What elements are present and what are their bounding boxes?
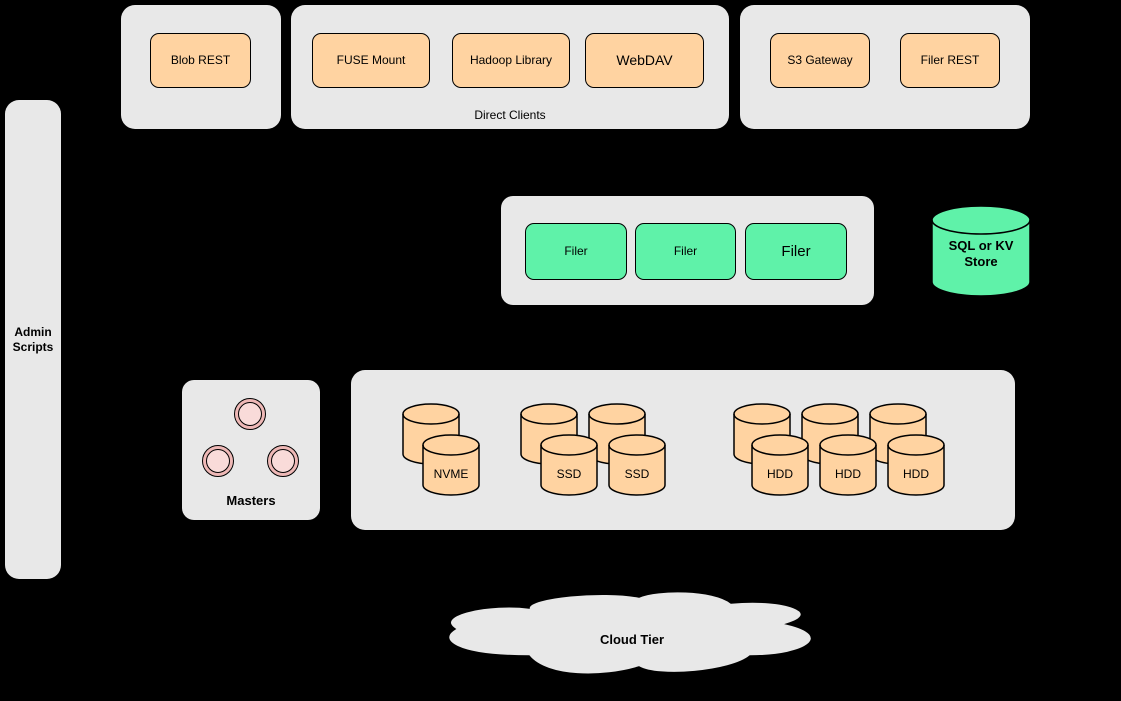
gateway-group: S3 Gateway Filer REST (740, 5, 1030, 129)
ssd-cylinder-2: SSD (608, 434, 666, 496)
admin-scripts-label: Admin Scripts (12, 324, 54, 354)
hdd-cylinder-1: HDD (751, 434, 809, 496)
fuse-mount-node: FUSE Mount (312, 33, 430, 88)
ssd-cylinder-1: SSD (540, 434, 598, 496)
hdd-label-1: HDD (767, 467, 793, 481)
nvme-label: NVME (433, 467, 469, 481)
blob-rest-group: Blob REST (121, 5, 281, 129)
webdav-label: WebDAV (616, 52, 673, 69)
admin-scripts-panel: Admin Scripts (5, 100, 61, 579)
sql-kv-store-label: SQL or KV Store (948, 238, 1014, 270)
filer-rest-label: Filer REST (920, 53, 980, 68)
blob-rest-node: Blob REST (150, 33, 251, 88)
direct-clients-group: FUSE Mount Hadoop Library WebDAV Direct … (291, 5, 729, 129)
s3-gateway-label: S3 Gateway (787, 53, 853, 68)
filer-node-3: Filer (745, 223, 847, 280)
sql-kv-store-node: SQL or KV Store (931, 205, 1031, 297)
direct-clients-caption: Direct Clients (474, 108, 546, 122)
ssd-label-1: SSD (556, 467, 582, 481)
masters-group: Masters (182, 380, 320, 520)
hdd-label-2: HDD (835, 467, 861, 481)
master-node-circle-3 (267, 445, 299, 477)
hdd-cylinder-2: HDD (819, 434, 877, 496)
cloud-icon (447, 590, 813, 675)
hdd-label-3: HDD (903, 467, 929, 481)
nvme-cylinder: NVME (422, 434, 480, 496)
master-node-circle-2 (202, 445, 234, 477)
cloud-tier-label: Cloud Tier (599, 632, 665, 647)
filer-label-1: Filer (564, 244, 588, 259)
filer-group: Filer Filer Filer (501, 196, 874, 305)
fuse-mount-label: FUSE Mount (336, 53, 406, 68)
filer-node-2: Filer (635, 223, 736, 280)
s3-gateway-node: S3 Gateway (770, 33, 870, 88)
database-cylinder-icon (931, 205, 1031, 297)
master-node-circle-1 (234, 398, 266, 430)
cloud-tier-node: Cloud Tier (437, 590, 827, 696)
filer-rest-node: Filer REST (900, 33, 1000, 88)
hadoop-library-node: Hadoop Library (452, 33, 570, 88)
filer-label-2: Filer (673, 244, 698, 259)
ssd-label-2: SSD (624, 467, 650, 481)
webdav-node: WebDAV (585, 33, 704, 88)
blob-rest-label: Blob REST (170, 53, 231, 68)
hdd-cylinder-3: HDD (887, 434, 945, 496)
filer-node-1: Filer (525, 223, 627, 280)
volume-servers-group: NVME SSD SSD (351, 370, 1015, 530)
filer-label-3: Filer (781, 242, 811, 260)
hadoop-library-label: Hadoop Library (469, 53, 553, 68)
masters-label: Masters (226, 493, 276, 508)
